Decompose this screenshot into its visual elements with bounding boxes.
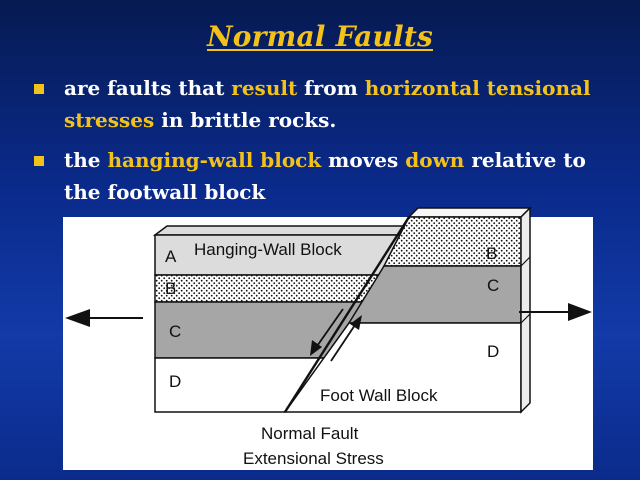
foot-wall-up-arrow-shaft [330, 321, 358, 362]
diagram-caption-line-2: Extensional Stress [243, 449, 384, 468]
normal-fault-diagram: Hanging-Wall Block Foot Wall Block A B C… [63, 206, 593, 470]
bullet-item-2: the hanging-wall block moves down relati… [34, 144, 609, 208]
hanging-wall-top-face [152, 225, 424, 236]
right-layer-label-c: C [487, 276, 499, 295]
left-layer-label-a: A [165, 247, 177, 266]
left-layer-label-d: D [169, 372, 181, 391]
bullet-highlight-result: result [231, 76, 298, 100]
bullet-highlight-hanging-wall: hanging-wall block [107, 148, 322, 172]
left-extension-arrow-head [65, 309, 90, 327]
left-layer-label-c: C [169, 322, 181, 341]
hanging-wall-down-arrow-head [310, 340, 322, 356]
foot-wall-side-layer-line-2 [520, 313, 531, 324]
normal-fault-svg: Hanging-Wall Block Foot Wall Block A B C… [65, 206, 592, 468]
bullet-item-1: are faults that result from horizontal t… [34, 72, 609, 136]
foot-wall-label: Foot Wall Block [320, 386, 438, 405]
bullet-list: are faults that result from horizontal t… [34, 72, 609, 216]
bullet-marker [34, 84, 44, 94]
bullet-marker [34, 156, 44, 166]
left-layer-label-b: B [165, 279, 176, 298]
hanging-wall-down-arrow-shaft [314, 308, 344, 350]
diagram-caption-line-1: Normal Fault [261, 424, 359, 443]
bullet-highlight-down: down [405, 148, 465, 172]
bullet-highlight-stresses: horizontal tensional stresses [64, 76, 591, 132]
slide-title: Normal Faults [207, 20, 433, 53]
bullet-text-suffix: relative to the footwall block [64, 148, 586, 204]
foot-wall-up-arrow-head [350, 315, 362, 330]
foot-wall-side-layer-line-1 [520, 256, 531, 267]
bullet-text-middle: moves [321, 148, 406, 172]
bullet-text-prefix: the [64, 148, 108, 172]
normal-fault-line [283, 216, 411, 413]
right-layer-label-d: D [487, 342, 499, 361]
hanging-wall-label: Hanging-Wall Block [194, 240, 342, 259]
right-extension-arrow-head [568, 303, 592, 321]
right-layer-label-b: B [486, 244, 497, 263]
foot-wall-top-face [407, 207, 532, 218]
bullet-text-middle: from [297, 76, 365, 100]
foot-wall-right-side-face [520, 206, 531, 414]
bullet-text-prefix: are faults that [64, 76, 232, 100]
bullet-text-suffix: in brittle rocks. [154, 108, 337, 132]
